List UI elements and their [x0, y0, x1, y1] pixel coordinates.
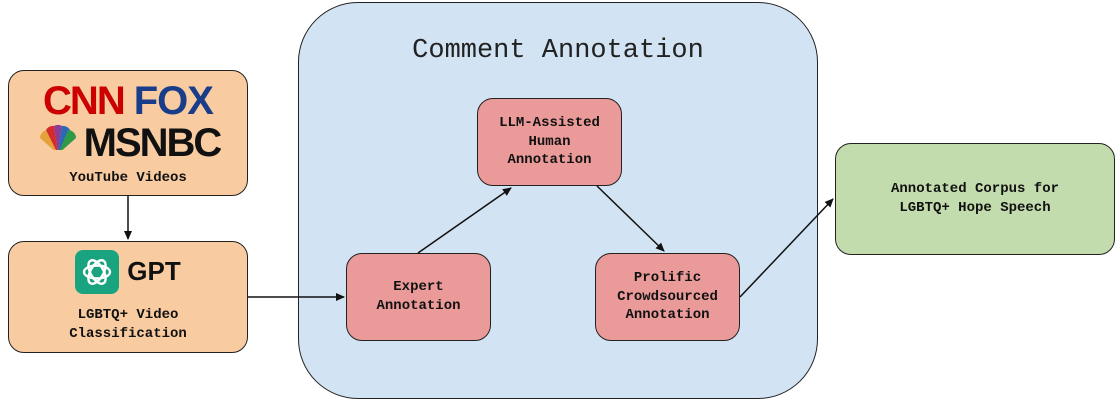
annotated-corpus-node: Annotated Corpus for LGBTQ+ Hope Speech [835, 143, 1115, 255]
fox-logo: FOX [133, 79, 214, 123]
corpus-line2: LGBTQ+ Hope Speech [899, 200, 1051, 216]
edge-llm-to-prolific [596, 185, 665, 252]
news-logos-bottom: MSNBC [36, 121, 223, 165]
prolific-line1: Prolific [633, 269, 702, 286]
youtube-videos-label: YouTube Videos [69, 170, 187, 186]
expert-line1: Expert [393, 279, 444, 296]
prolific-line3: Annotation [625, 307, 710, 324]
gpt-node-label-line1: LGBTQ+ Video [77, 307, 179, 323]
expert-annotation-node: Expert Annotation [346, 253, 491, 341]
llm-line2: Human [528, 133, 571, 150]
gpt-logo-row: GPT [75, 250, 181, 294]
llm-line1: LLM-Assisted [499, 114, 600, 131]
edge-prolific-to-corpus [739, 198, 834, 298]
region-title: Comment Annotation [412, 36, 704, 66]
corpus-line1: Annotated Corpus for [890, 181, 1060, 198]
gpt-classification-node: GPT LGBTQ+ Video Classification [8, 241, 248, 353]
openai-icon [75, 250, 120, 294]
nbc-peacock-icon [36, 124, 80, 163]
edge-expert-to-llm [417, 187, 512, 254]
gpt-node-label-line2: Classification [69, 325, 187, 342]
gpt-logo-label: GPT [127, 256, 181, 287]
news-logos-top: CNN FOX [43, 79, 214, 123]
expert-line2: Annotation [376, 298, 461, 314]
llm-assisted-annotation-node: LLM-Assisted Human Annotation [477, 98, 622, 186]
prolific-crowdsourced-node: Prolific Crowdsourced Annotation [595, 253, 740, 341]
cnn-logo: CNN [43, 79, 126, 123]
llm-line3: Annotation [507, 152, 592, 169]
prolific-line2: Crowdsourced [617, 288, 718, 305]
youtube-videos-node: CNN FOX MSNBC YouTube Videos [8, 70, 248, 196]
msnbc-logo: MSNBC [83, 121, 223, 165]
